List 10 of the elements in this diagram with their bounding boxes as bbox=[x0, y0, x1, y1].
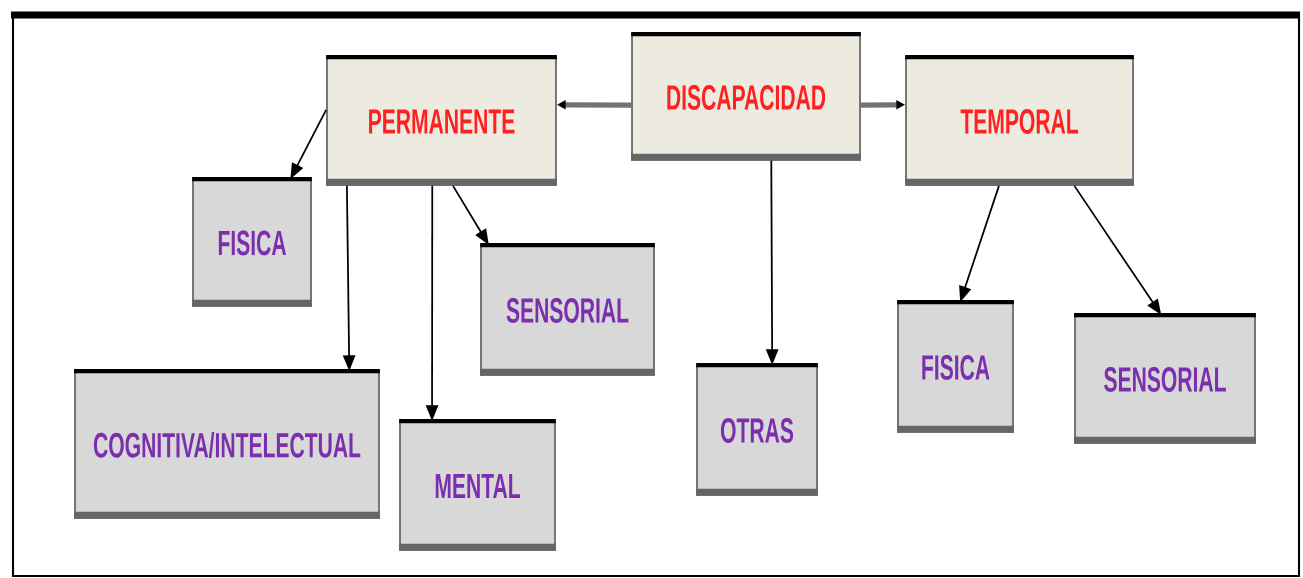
category-box: SENSORIAL bbox=[480, 242, 655, 376]
category-box: FISICA bbox=[192, 176, 312, 307]
category-box: TEMPORAL bbox=[905, 54, 1134, 186]
category-box: SENSORIAL bbox=[1074, 312, 1256, 444]
category-box: DISCAPACIDAD bbox=[631, 31, 861, 161]
category-box: OTRAS bbox=[696, 362, 818, 496]
category-box: PERMANENTE bbox=[326, 54, 557, 186]
category-box: COGNITIVA/INTELECTUAL bbox=[74, 368, 380, 519]
category-box: FISICA bbox=[897, 299, 1014, 433]
category-box: MENTAL bbox=[399, 418, 556, 551]
